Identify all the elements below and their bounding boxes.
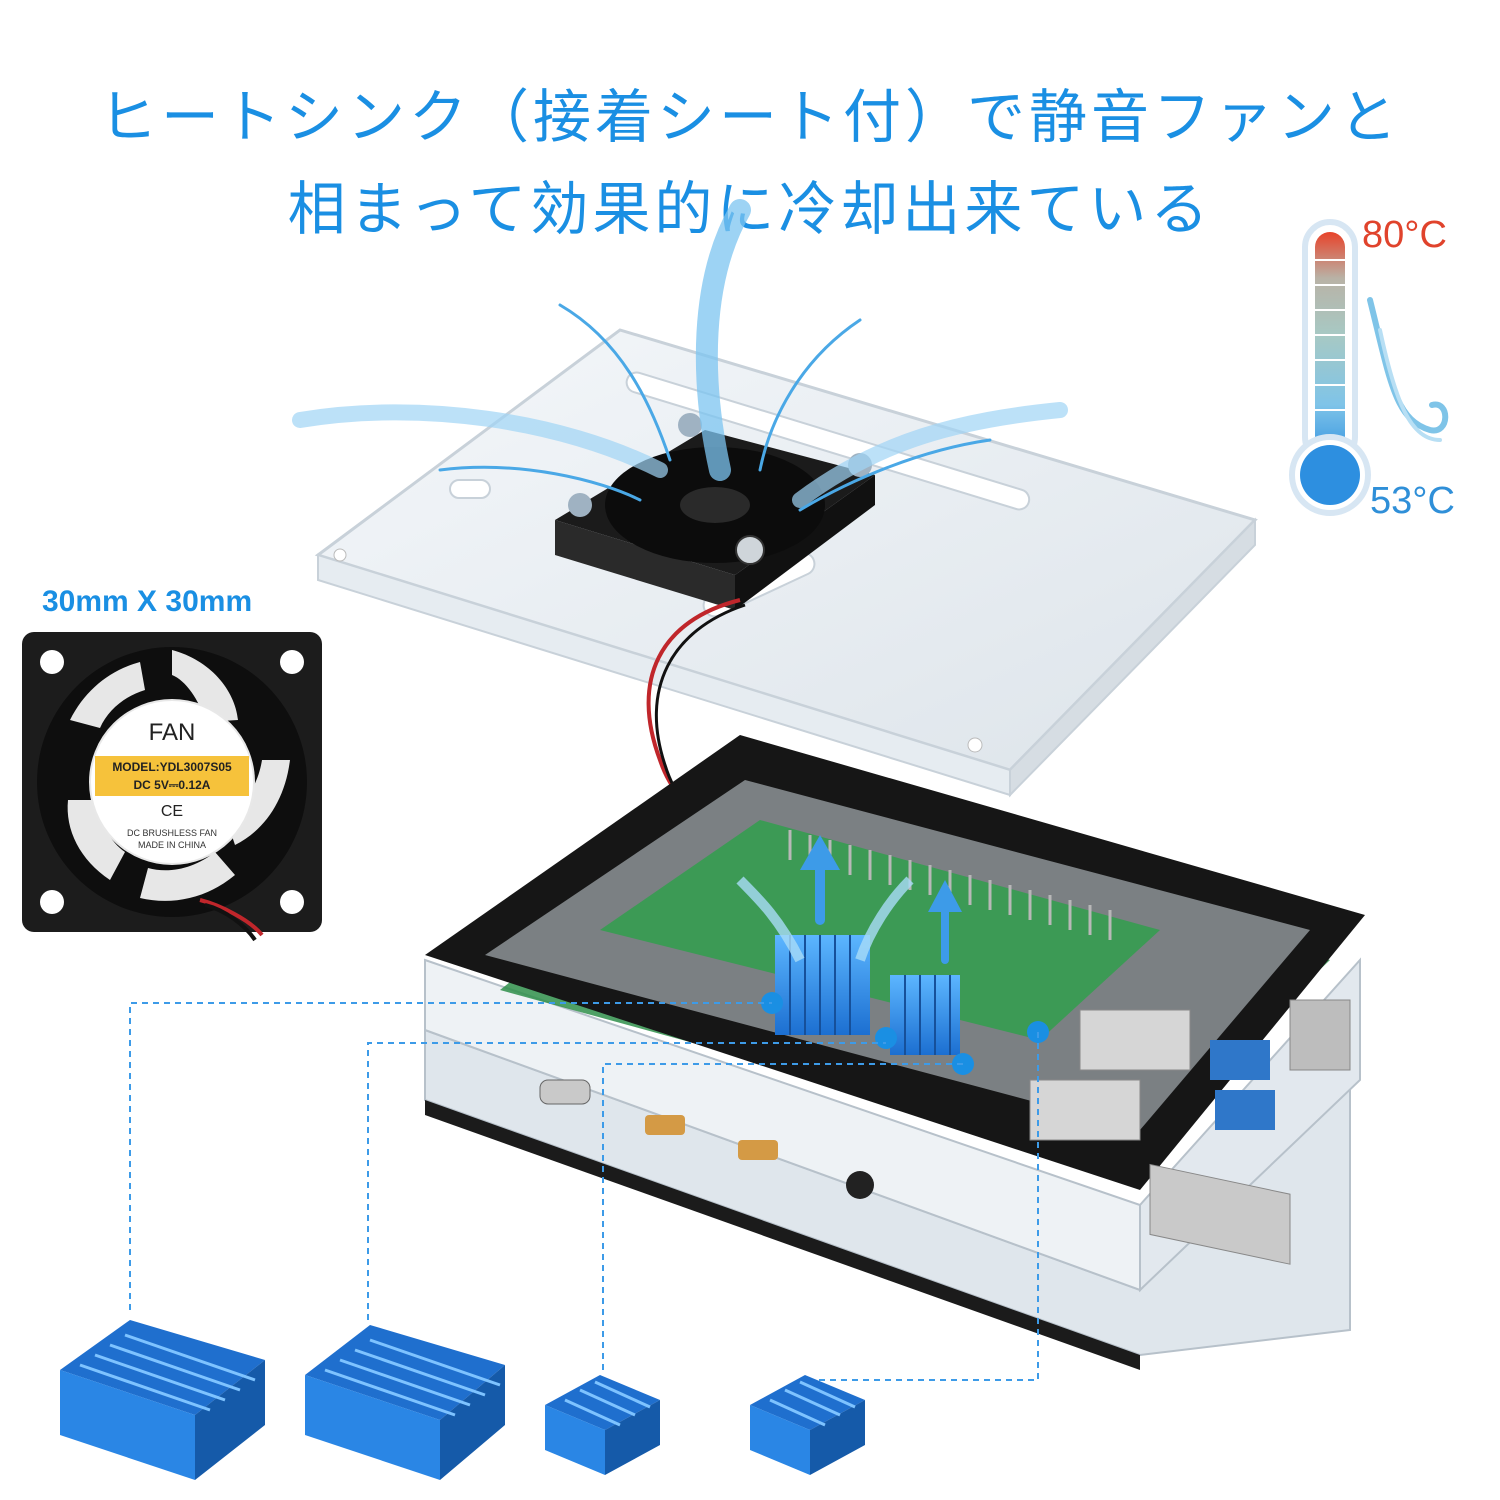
heatsink-large-1 bbox=[60, 1320, 265, 1480]
fan-label-type: DC BRUSHLESS FAN bbox=[127, 828, 217, 838]
heatsink-large-2 bbox=[305, 1325, 505, 1480]
fan-label-brand: FAN bbox=[149, 719, 196, 746]
thermometer-icon bbox=[1289, 219, 1449, 516]
fan-label-ce: CE bbox=[161, 803, 183, 820]
heatsink-small-2 bbox=[750, 1375, 865, 1475]
airflow-arrows bbox=[292, 199, 1068, 512]
fan-closeup: FAN MODEL:YDL3007S05 DC 5V⎓0.12A CE DC B… bbox=[22, 632, 322, 942]
fan-size-label: 30mm X 30mm bbox=[42, 585, 253, 618]
callout-lines bbox=[129, 1002, 1039, 1381]
temp-high-label: 80°C bbox=[1362, 214, 1447, 256]
heatsink-small-1 bbox=[545, 1375, 660, 1475]
headline-line-1: ヒートシンク（接着シート付）で静音ファンと bbox=[98, 83, 1401, 151]
case-body bbox=[424, 735, 1365, 1370]
temp-low-label: 53°C bbox=[1370, 480, 1455, 522]
board-heatsinks bbox=[736, 835, 962, 1055]
callout-dots bbox=[761, 992, 1049, 1075]
fan-label-model: MODEL:YDL3007S05 bbox=[112, 760, 232, 774]
fan-label-origin: MADE IN CHINA bbox=[138, 840, 206, 850]
fan-label-rating: DC 5V⎓0.12A bbox=[134, 778, 211, 792]
